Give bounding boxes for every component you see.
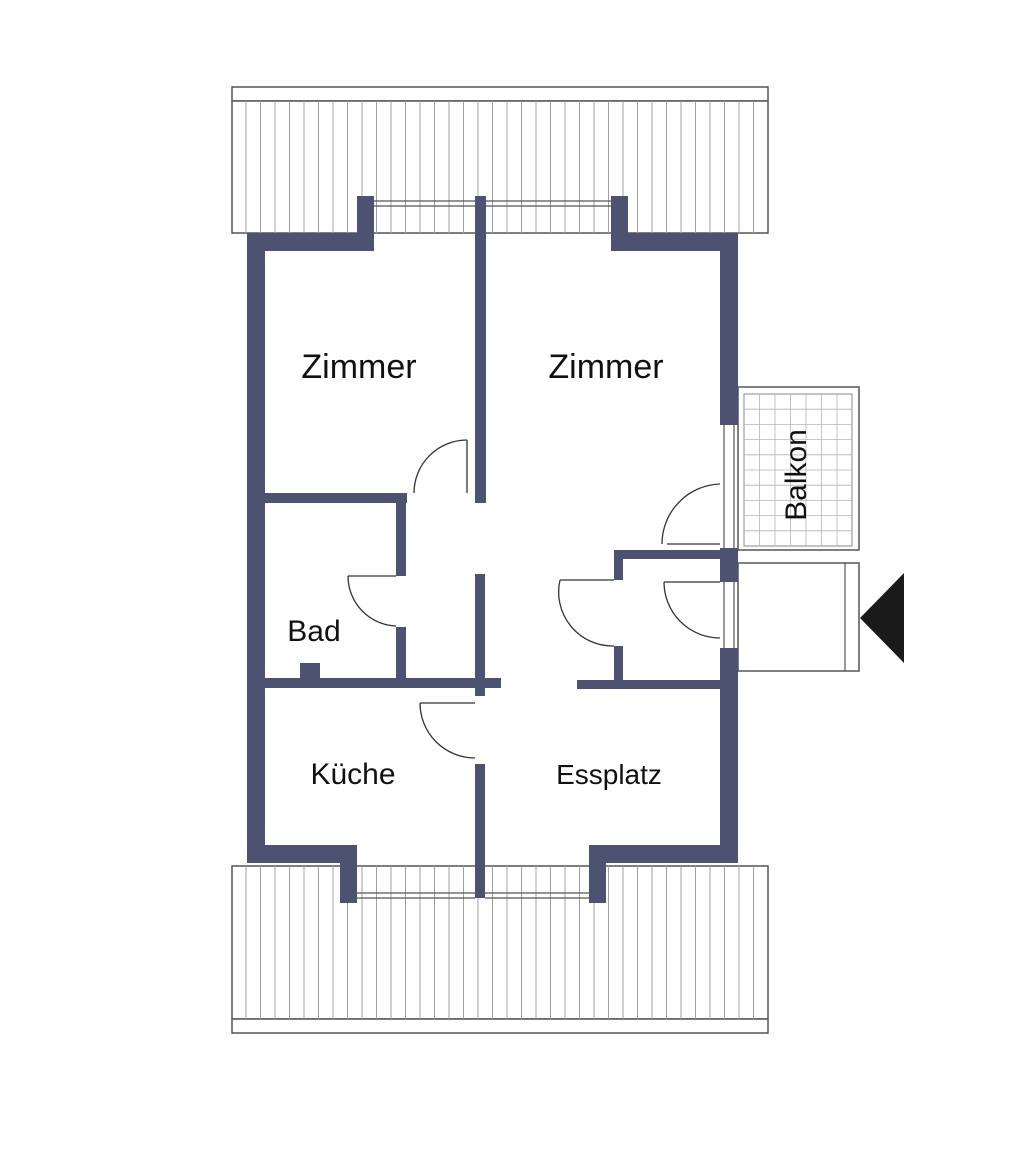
- entrance-landing: [737, 562, 860, 672]
- room-label-essplatz: Essplatz: [556, 759, 662, 790]
- room-label-zimmer-left: Zimmer: [301, 348, 416, 386]
- windows: [357, 200, 735, 899]
- roof-slope-bottom: [231, 865, 769, 1034]
- room-label-balkon: Balkon: [780, 429, 813, 521]
- door-swings: [347, 439, 721, 759]
- entrance-arrow-icon: [860, 573, 904, 663]
- room-label-bad: Bad: [287, 615, 340, 648]
- room-label-kueche: Küche: [310, 758, 395, 791]
- balcony: [737, 386, 860, 551]
- walls: [247, 196, 738, 903]
- roof-slope-top: [231, 86, 769, 234]
- room-label-zimmer-right: Zimmer: [548, 348, 663, 386]
